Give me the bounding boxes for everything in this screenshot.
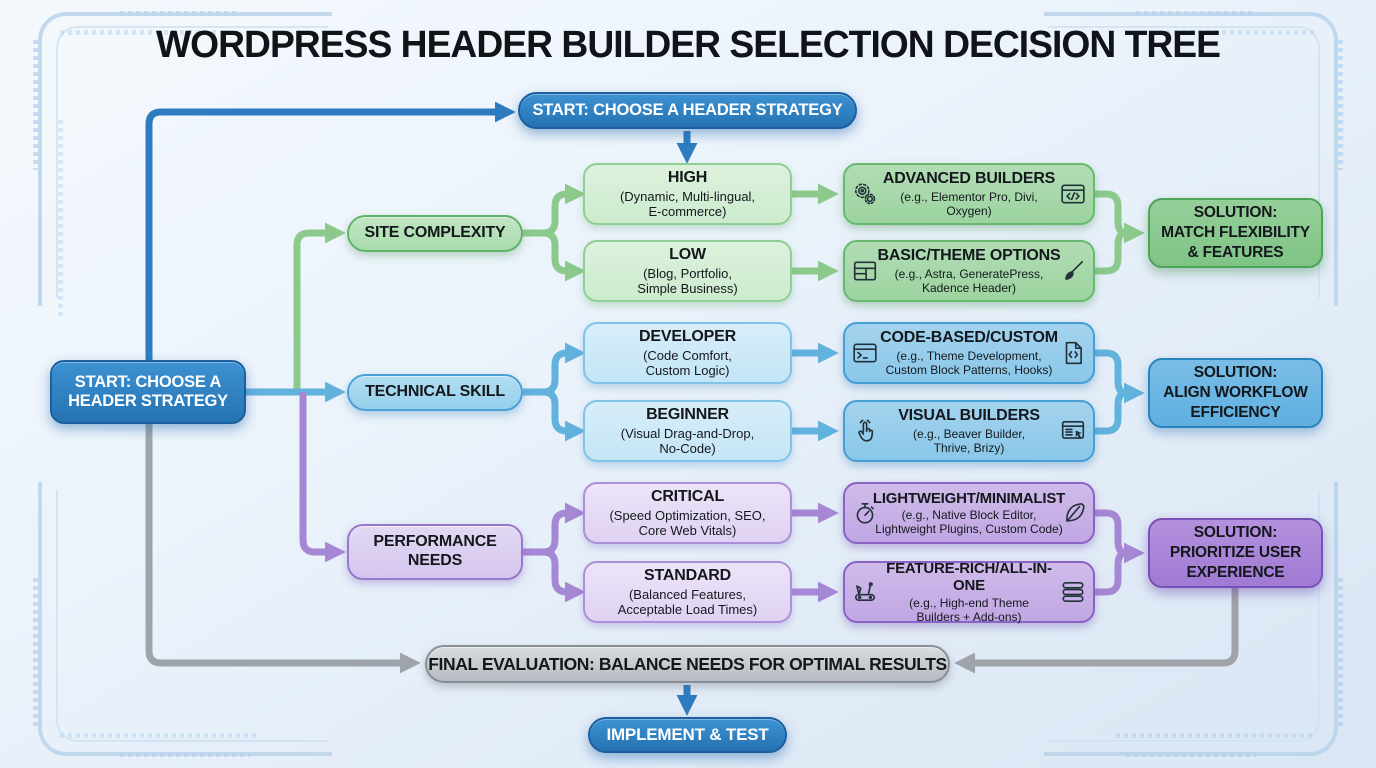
builder-feature-rich-all-in-one: FEATURE-RICH/ALL-IN-ONE (e.g., High-end …	[843, 560, 1095, 624]
connector-green-low	[523, 229, 586, 282]
connector-start-final	[145, 424, 421, 674]
implement-test-node: IMPLEMENT & TEST	[588, 717, 787, 753]
terminal-icon	[852, 340, 878, 366]
page-title: WORDPRESS HEADER BUILDER SELECTION DECIS…	[155, 24, 1221, 66]
solution-prioritize-ux: SOLUTION: PRIORITIZE USER EXPERIENCE	[1148, 518, 1323, 588]
connector-branch-purple	[299, 392, 346, 563]
connector-advanced-solution	[1095, 190, 1145, 244]
connector-blue-developer	[523, 342, 586, 396]
connector-start-loop	[145, 101, 516, 362]
feather-icon	[1060, 500, 1086, 526]
connector-purple-critical	[523, 502, 586, 556]
start-left-node: START: CHOOSE A HEADER STRATEGY	[50, 360, 246, 424]
final-evaluation-node: FINAL EVALUATION: BALANCE NEEDS FOR OPTI…	[425, 645, 950, 683]
connector-branch-green	[293, 222, 346, 392]
solution-align-workflow: SOLUTION: ALIGN WORKFLOW EFFICIENCY	[1148, 358, 1323, 428]
builder-code-based-custom: CODE-BASED/CUSTOM (e.g., Theme Developme…	[843, 322, 1095, 384]
builder-advanced-builders: ADVANCED BUILDERS (e.g., Elementor Pro, …	[843, 163, 1095, 225]
connector-visual-solution	[1095, 389, 1127, 435]
option-low: LOW (Blog, Portfolio, Simple Business)	[583, 240, 792, 302]
option-high: HIGH (Dynamic, Multi-lingual, E-commerce…	[583, 163, 792, 225]
category-site-complexity: SITE COMPLEXITY	[347, 215, 523, 252]
multitool-icon	[852, 579, 878, 605]
builder-basic-theme-options: BASIC/THEME OPTIONS (e.g., Astra, Genera…	[843, 240, 1095, 302]
connector-green-high	[523, 183, 586, 237]
builder-visual-builders: VISUAL BUILDERS (e.g., Beaver Builder, T…	[843, 400, 1095, 462]
start-top-node: START: CHOOSE A HEADER STRATEGY	[518, 92, 857, 129]
connector-solution-final	[954, 588, 1239, 674]
code-file-icon	[1060, 340, 1086, 366]
connector-code-solution	[1095, 349, 1145, 404]
connector-blue-beginner	[523, 388, 586, 442]
stopwatch-icon	[852, 500, 878, 526]
option-critical: CRITICAL (Speed Optimization, SEO, Core …	[583, 482, 792, 544]
solution-match-flexibility: SOLUTION: MATCH FLEXIBILITY & FEATURES	[1148, 198, 1323, 268]
layout-icon	[852, 258, 878, 284]
builder-lightweight-minimalist: LIGHTWEIGHT/MINIMALIST (e.g., Native Blo…	[843, 482, 1095, 544]
connector-purple-standard	[523, 548, 586, 603]
tap-hand-icon	[852, 418, 878, 444]
category-technical-skill: TECHNICAL SKILL	[347, 374, 523, 411]
builder-cursor-icon	[1060, 418, 1086, 444]
connector-featurerich-solution	[1095, 549, 1127, 596]
code-window-icon	[1060, 181, 1086, 207]
option-standard: STANDARD (Balanced Features, Acceptable …	[583, 561, 792, 623]
connector-basic-solution	[1095, 229, 1127, 275]
stack-icon	[1060, 579, 1086, 605]
category-performance-needs: PERFORMANCE NEEDS	[347, 524, 523, 580]
connector-lightweight-solution	[1095, 509, 1145, 564]
option-developer: DEVELOPER (Code Comfort, Custom Logic)	[583, 322, 792, 384]
paintbrush-icon	[1060, 258, 1086, 284]
gears-icon	[852, 181, 878, 207]
option-beginner: BEGINNER (Visual Drag-and-Drop, No-Code)	[583, 400, 792, 462]
